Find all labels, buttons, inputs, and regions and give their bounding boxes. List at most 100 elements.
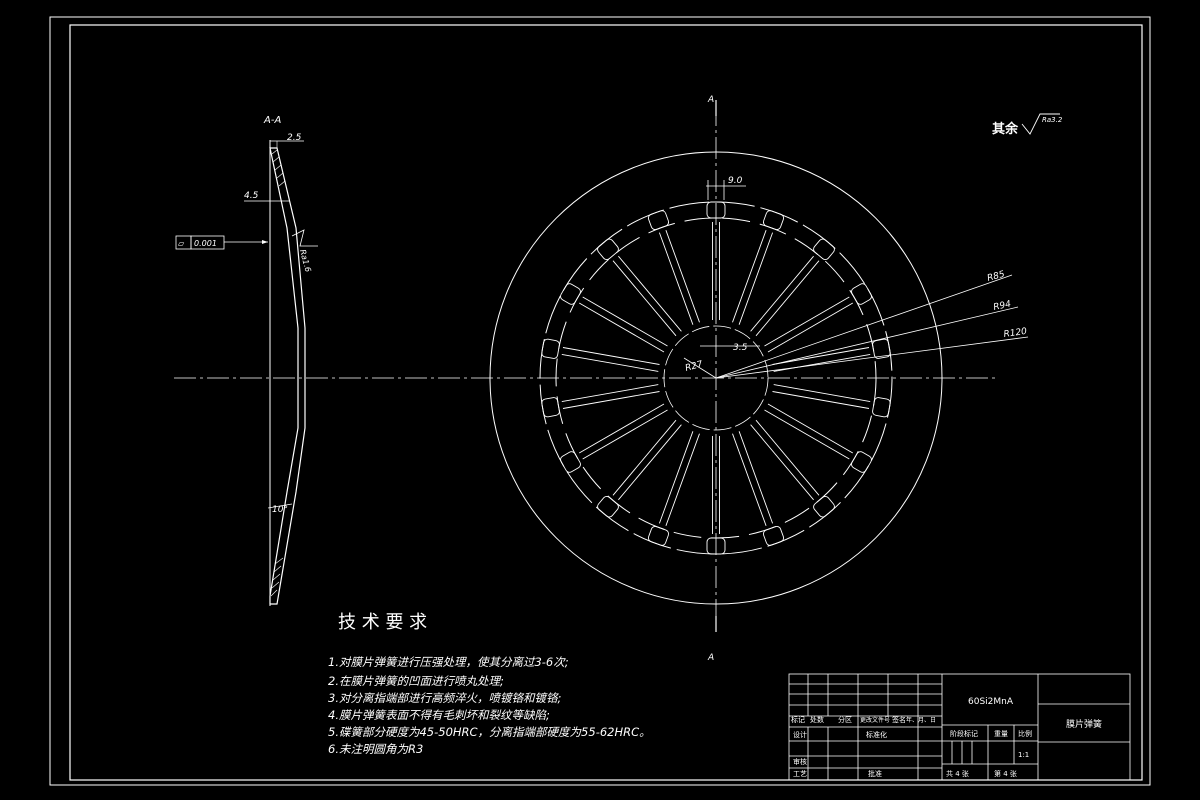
requirement-3: 3.对分离指端部进行高频淬火，喷镀铬和镀铬; <box>328 691 561 705</box>
svg-text:阶段标记: 阶段标记 <box>950 729 978 738</box>
finger-gap-label: 3.5 <box>733 343 748 353</box>
svg-text:审核: 审核 <box>793 757 807 766</box>
slot-window <box>706 537 726 555</box>
slot-window <box>647 525 670 546</box>
dim-thickness: 2.5 <box>287 133 302 143</box>
slot-window <box>541 397 560 418</box>
tech-requirements: 技 术 要 求 1.对膜片弹簧进行压强处理，使其分离过3-6次; 2.在膜片弹簧… <box>328 612 651 756</box>
part-name-label: 膜片弹簧 <box>1066 718 1102 730</box>
finger-root-circle <box>663 325 769 431</box>
radial-slot <box>750 419 820 501</box>
outer-circle <box>489 151 943 605</box>
slot-window <box>851 451 872 473</box>
spring-profile <box>269 147 306 605</box>
surface-note-value: Ra3.2 <box>1042 116 1063 124</box>
profile-hatch <box>270 149 286 597</box>
svg-text:签名: 签名 <box>892 715 906 724</box>
dim-slot-width <box>706 180 746 200</box>
radial-slot <box>578 403 668 460</box>
slot-window <box>647 210 670 231</box>
radial-slot <box>561 347 660 372</box>
dim-step: 4.5 <box>244 191 259 201</box>
requirement-6: 6.未注明圆角为R3 <box>328 742 423 756</box>
svg-text:工艺: 工艺 <box>793 770 807 778</box>
svg-text:更改文件号: 更改文件号 <box>860 716 890 724</box>
radius-outer-label: R120 <box>1003 327 1028 340</box>
slot-window <box>813 238 835 261</box>
radius-b-label: R94 <box>993 299 1013 313</box>
radial-slots <box>541 201 891 555</box>
radial-slot <box>712 436 720 534</box>
flatness-tolerance: ▱ 0.001 <box>175 235 268 250</box>
radial-slot <box>732 431 774 526</box>
radial-slot <box>764 296 854 353</box>
front-view: A A 9.0 3.5 R27 R85 R94 R120 <box>174 95 1029 663</box>
svg-text:第 4 张: 第 4 张 <box>994 769 1017 778</box>
radius-inner-leader <box>683 357 717 379</box>
radius-b-leader <box>715 306 1019 379</box>
svg-text:共 4 张: 共 4 张 <box>946 769 969 778</box>
outer-frame <box>49 16 1151 786</box>
tech-requirements-title: 技 术 要 求 <box>338 612 427 633</box>
radial-slot <box>612 255 682 337</box>
slot-window <box>706 201 726 219</box>
angle-leader <box>267 503 293 509</box>
svg-text:0.001: 0.001 <box>194 239 217 248</box>
slot-window <box>541 338 560 359</box>
slot-window <box>851 283 872 305</box>
radial-slot <box>732 230 774 325</box>
section-title: A-A <box>263 115 281 126</box>
surface-note: 其余 Ra3.2 <box>992 113 1063 137</box>
svg-text:年、月、日: 年、月、日 <box>906 716 936 724</box>
cut-label-bottom: A <box>707 653 714 663</box>
slot-window <box>597 238 619 261</box>
slot-window <box>872 338 891 359</box>
slot-window <box>762 210 785 231</box>
slot-window <box>762 525 785 546</box>
svg-text:设计: 设计 <box>793 730 807 739</box>
surface-note-prefix: 其余 <box>992 121 1019 137</box>
svg-text:标记: 标记 <box>791 715 805 724</box>
radius-inner-label: R27 <box>684 360 704 374</box>
radial-slot <box>712 222 720 320</box>
radial-slot <box>578 296 668 353</box>
inner-frame <box>69 24 1143 781</box>
svg-text:批准: 批准 <box>868 769 882 778</box>
svg-text:处数: 处数 <box>810 715 824 724</box>
roughness-symbol: Ra1.6 <box>291 229 318 273</box>
material-label: 60Si2MnA <box>968 697 1014 707</box>
title-block-text: 60Si2MnA 膜片弹簧 标记 处数 分区 更改文件号 签名 年、月、日 设计… <box>791 697 1102 778</box>
section-view: A-A 2.5 4.5 ▱ 0.001 <box>175 115 318 606</box>
svg-text:1:1: 1:1 <box>1018 751 1029 759</box>
angle-label: 10° <box>272 505 288 515</box>
slot-window <box>813 495 835 518</box>
slot-window <box>872 397 891 418</box>
requirement-5: 5.碟簧部分硬度为45-50HRC，分离指端部硬度为55-62HRC。 <box>328 725 651 739</box>
radial-slot <box>612 419 682 501</box>
radial-slot <box>658 230 700 325</box>
svg-text:比例: 比例 <box>1018 729 1032 738</box>
slot-window <box>560 283 581 305</box>
slot-width-label: 9.0 <box>728 176 743 186</box>
svg-text:▱: ▱ <box>178 239 185 248</box>
radial-slot <box>658 431 700 526</box>
radius-a-label: R85 <box>986 270 1006 284</box>
slot-window <box>560 451 581 473</box>
requirement-1: 1.对膜片弹簧进行压强处理，使其分离过3-6次; <box>328 655 569 669</box>
requirement-2: 2.在膜片弹簧的凹面进行喷丸处理; <box>328 674 504 688</box>
radial-slot <box>561 384 660 409</box>
radial-slot <box>750 255 820 337</box>
cut-label-top: A <box>707 95 714 105</box>
radial-slot <box>764 403 854 460</box>
svg-text:重量: 重量 <box>994 730 1008 738</box>
surface-roughness-symbol <box>1021 113 1060 135</box>
title-block <box>788 673 1131 781</box>
radius-outer-leader <box>715 336 1029 379</box>
radial-slot <box>772 384 871 409</box>
svg-text:分区: 分区 <box>838 715 852 724</box>
svg-text:标准化: 标准化 <box>866 730 887 739</box>
radius-a-leader <box>715 274 1013 379</box>
slot-window <box>597 495 619 518</box>
requirement-4: 4.膜片弹簧表面不得有毛刺坏和裂纹等缺陷; <box>328 708 550 722</box>
